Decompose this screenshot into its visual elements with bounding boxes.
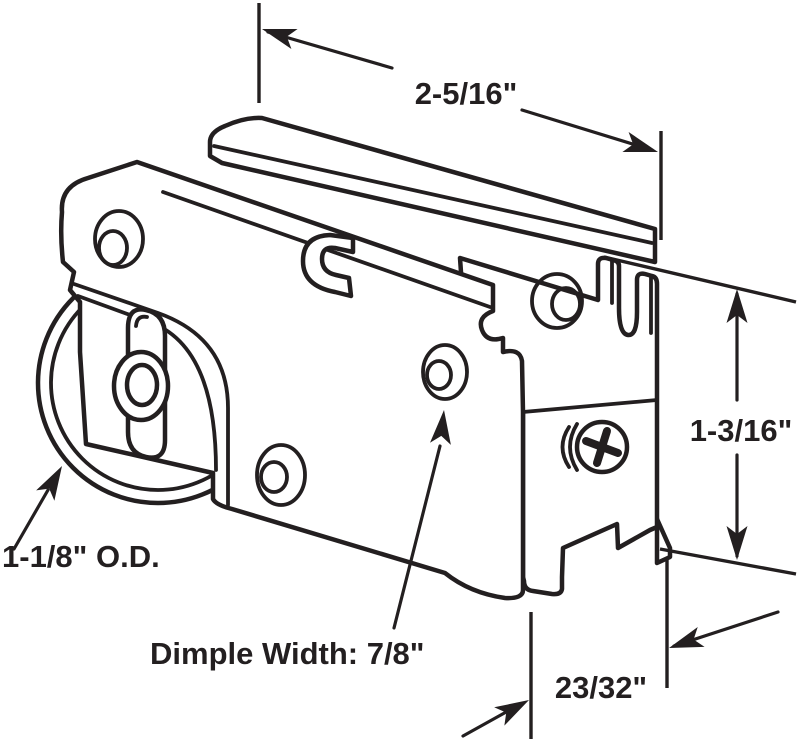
extension-line-bottom	[659, 547, 797, 576]
leader-line	[392, 444, 442, 630]
boss-hole	[97, 229, 129, 267]
back-foot	[654, 516, 673, 566]
wall-hole-outer	[530, 272, 584, 330]
target-dimple-outer	[421, 343, 469, 401]
slot-depth-arc	[134, 314, 149, 328]
wall-hole-inner	[550, 286, 582, 322]
front-housing	[58, 159, 526, 601]
rail-top-edge	[212, 144, 654, 245]
arrowhead-left	[494, 700, 529, 726]
arrowhead	[430, 410, 451, 445]
arrowhead-up	[726, 289, 748, 323]
extension-line-top	[603, 255, 797, 304]
dimension-line-seg1	[266, 30, 394, 70]
rail-length-label: 2-5/16"	[415, 76, 518, 111]
arrowhead-down	[726, 526, 748, 560]
target-dimple-inner	[425, 359, 453, 391]
bottom-offset-label: 23/32"	[555, 670, 647, 705]
screw-collar-arc-2	[568, 422, 579, 472]
front-dimple-outer	[255, 443, 307, 507]
front-face	[58, 159, 526, 601]
phillips-screw	[560, 419, 630, 475]
rail-length-dimension: 2-5/16"	[257, 3, 663, 240]
carriage-step-outer	[72, 282, 230, 507]
dimple-width-callout: Dimple Width: 7/8"	[150, 410, 451, 671]
adjustment-slot	[111, 307, 171, 460]
leader-line-left	[461, 709, 510, 738]
rail-body	[207, 115, 658, 265]
right-face-top-edge	[521, 398, 659, 414]
roller-diameter-label: 1-1/8" O.D.	[2, 539, 160, 574]
leader-line	[12, 488, 50, 551]
arrowhead-left	[262, 28, 298, 50]
dimension-annotations: 2-5/16" 1-3/16" 1-1/8" O.D. Dimple Width…	[2, 3, 797, 739]
dimension-line-seg2	[520, 108, 654, 152]
arrowhead	[36, 466, 62, 501]
spring-clip-hook	[300, 232, 356, 299]
arrowhead-right	[669, 627, 705, 648]
bottom-offset-dimension: 23/32"	[461, 560, 780, 739]
body-height-dimension: 1-3/16"	[603, 255, 797, 576]
boss-outer	[93, 209, 145, 269]
top-rail	[207, 115, 658, 265]
screw-cross-arm-2	[593, 427, 611, 467]
roller-diameter-callout: 1-1/8" O.D.	[2, 466, 160, 574]
dimple-width-label: Dimple Width: 7/8"	[150, 636, 425, 671]
body-height-label: 1-3/16"	[690, 413, 793, 448]
screw-collar-arc-1	[560, 425, 571, 469]
arrowhead-right	[622, 131, 658, 153]
carriage-screw-head	[124, 362, 160, 408]
front-dimple-inner	[259, 460, 289, 494]
